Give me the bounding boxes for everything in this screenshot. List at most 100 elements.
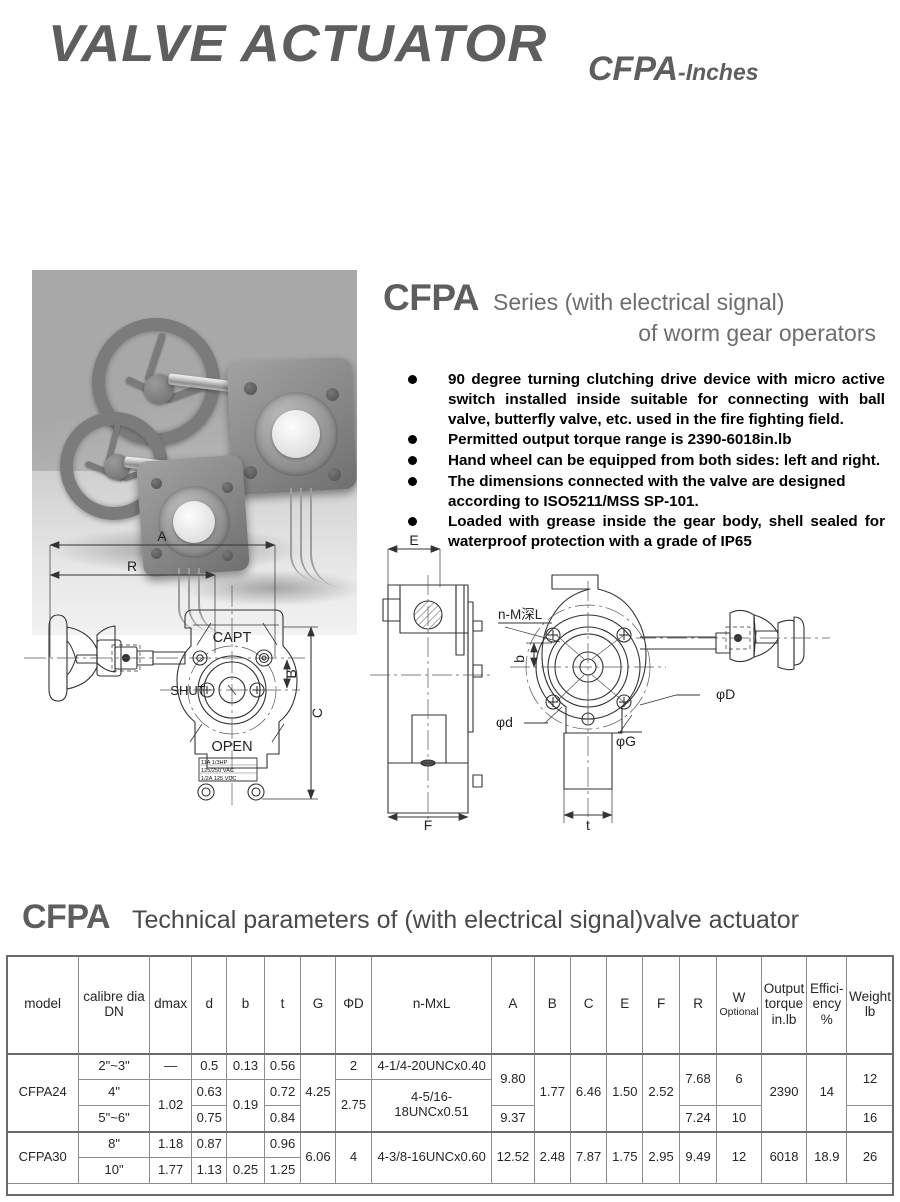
actuator-bolt-front-1 [151,478,162,489]
cell-dmax-r5: 1.77 [148,1157,193,1184]
dimension-label-t: t [586,817,590,833]
cell-r-r12: 7.68 [678,1053,718,1106]
th-e: E [606,955,644,1055]
bullet-dot-icon [408,456,417,465]
nameplate-line-2: 125/250 VAC [201,768,234,774]
feature-list: 90 degree turning clutching drive device… [400,370,885,553]
intro-brand: CFPA [383,277,479,318]
dimension-label-B: B [283,669,299,678]
th-phid: ΦD [334,955,373,1055]
th-output-torque: Output torque in.lb [760,955,808,1055]
cell-weight-cfpa30: 26 [846,1130,894,1184]
feature-item: 90 degree turning clutching drive device… [400,370,885,429]
cell-t-r3: 0.84 [263,1105,302,1132]
cell-r-r3: 7.24 [678,1105,718,1132]
cable-front-1 [178,568,200,630]
nameplate-line-1: 11A 1/3HP [201,760,228,766]
masthead-unit-text: -Inches [678,59,759,85]
dimension-label-phiD: φD [716,686,735,702]
cell-dn-r2: 4" [78,1079,150,1106]
intro-series-line2: of worm gear operators [638,320,876,346]
cell-dmax-r1: — [148,1053,193,1080]
cell-d-r5: 1.13 [191,1157,228,1184]
spec-table: model calibre dia DN dmax d b t G ΦD n-M… [5,955,894,1184]
feature-item: The dimensions connected with the valve … [400,472,885,512]
actuator-bolt-front-3 [151,548,162,559]
feature-text: Loaded with grease inside the gear body,… [448,513,885,550]
th-b: b [226,955,265,1055]
th-weight: Weight lb [846,955,894,1055]
dimension-label-phiG: φG [616,733,636,749]
th-w: W Optional [716,955,762,1055]
actuator-bolt-rear-1 [244,382,257,395]
bullet-dot-icon [408,375,417,384]
bullet-dot-icon [408,476,417,486]
cell-t-r1: 0.56 [263,1053,302,1080]
cable-front-2 [188,568,214,632]
drawing-svg: A R CAPT SHUT OPEN E F t φD φd φG n-M深L … [24,528,830,833]
masthead-series-text: CFPA [588,50,679,88]
cable-rear-3 [310,488,344,588]
table-brand: CFPA [22,898,111,936]
th-eff-l1: Effici- [810,980,844,996]
cell-dn-r4: 8" [78,1130,150,1158]
th-eff-l3: % [820,1012,833,1027]
cell-f-cfpa24: 2.52 [642,1053,680,1132]
drawing-label-open: OPEN [211,739,252,755]
cell-nmxl-cfpa30: 4-3/8-16UNCx0.60 [371,1130,493,1184]
cell-a-cfpa30: 12.52 [491,1130,535,1184]
dimension-label-C: C [309,708,325,718]
dimension-label-b: b [511,655,527,663]
th-d: d [191,955,228,1055]
table-header-row: model calibre dia DN dmax d b t G ΦD n-M… [5,955,894,1055]
nameplate-line-3: 1/2A 125 VDC [201,776,236,782]
th-f: F [642,955,680,1055]
cell-f-cfpa30: 2.95 [642,1130,680,1184]
masthead: VALVE ACTUATOR CFPA-Inches [0,0,900,112]
actuator-dial-rear [272,410,320,458]
cell-a-r3: 9.37 [491,1105,535,1132]
th-nmxl: n-MxL [371,955,493,1055]
cell-e-cfpa24: 1.50 [606,1053,644,1132]
table-row: CFPA24 2"~3" — 0.5 0.13 0.56 4.25 2 4-1/… [5,1053,894,1132]
dimension-label-A: A [157,528,167,544]
cell-dn-r1: 2"~3" [78,1053,150,1080]
cell-phid-r23: 2.75 [334,1079,373,1132]
cell-c-cfpa30: 7.87 [569,1130,608,1184]
technical-drawings: A R CAPT SHUT OPEN E F t φD φd φG n-M深L … [0,527,900,887]
th-calibre-l1: calibre dia [83,988,145,1004]
feature-text: Permitted output torque range is 2390-60… [448,431,792,449]
actuator-bolt-front-4 [222,550,233,561]
table-row: CFPA30 8" 1.18 0.87 0.96 6.06 4 4-3/8-16… [5,1130,894,1184]
table-title-text: Technical parameters of (with electrical… [132,906,799,934]
th-w-main: W [732,990,746,1006]
cell-model-cfpa24: CFPA24 [5,1053,80,1132]
cell-eff-cfpa24: 14 [806,1053,848,1132]
cell-b-r1: 0.13 [226,1053,265,1080]
cable-rear-1 [290,488,316,580]
actuator-bolt-rear-3 [244,466,257,479]
th-g: G [300,955,336,1055]
feature-item: Hand wheel can be equipped from both sid… [400,451,885,471]
cell-e-cfpa30: 1.75 [606,1130,644,1184]
intro-series-line1: Series (with electrical signal) [492,289,785,315]
cell-w-r12: 6 [716,1053,762,1106]
table-row: 4" 1.02 0.63 0.19 0.72 2.75 4-5/16-18UNC… [7,1079,894,1132]
cell-b-r23: 0.19 [226,1079,265,1132]
intro-heading: CFPA Series (with electrical signal) of … [383,277,883,347]
cell-phid-r1: 2 [334,1053,373,1080]
cell-weight-r12: 12 [846,1053,894,1106]
masthead-title: VALVE ACTUATOR [48,15,548,73]
cable-front-3 [198,568,228,634]
th-t: t [263,955,302,1055]
cell-b-r5: 0.25 [226,1157,265,1184]
th-b-dim: B [533,955,571,1055]
cell-b-dim-cfpa24: 1.77 [533,1053,571,1132]
intro-section: CFPA Series (with electrical signal) of … [0,112,900,635]
cell-d-r1: 0.5 [191,1053,228,1080]
dimension-label-R: R [127,558,137,574]
cell-b-dim-cfpa30: 2.48 [533,1130,571,1184]
cell-nmxl-r23: 4-5/16-18UNCx0.51 [371,1079,493,1132]
cell-b-r4 [226,1130,265,1158]
cell-dmax-r23: 1.02 [148,1079,193,1132]
